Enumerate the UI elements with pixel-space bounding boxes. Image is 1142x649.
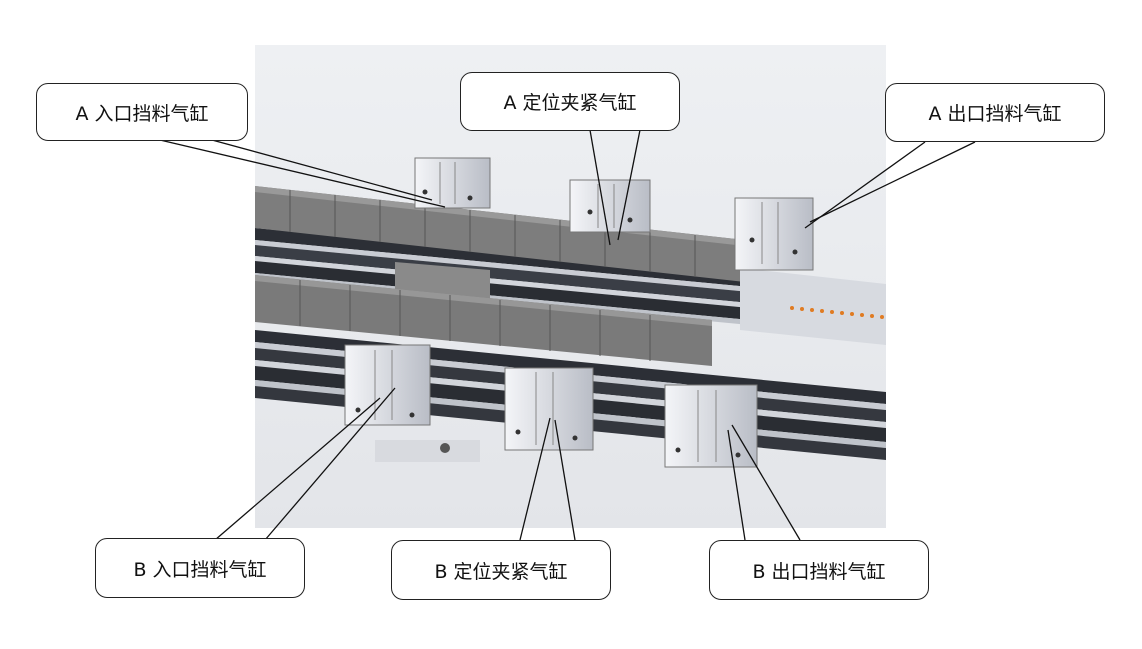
- label-a-clamp: A 定位夹紧气缸: [503, 92, 637, 114]
- cylinder-b-inlet: [344, 344, 431, 426]
- callout-b-outlet: B 出口挡料气缸: [709, 540, 929, 600]
- label-b-inlet: B 入口挡料气缸: [133, 558, 267, 581]
- callout-a-inlet: A 入口挡料气缸: [36, 83, 248, 141]
- lower-blocks: [255, 275, 712, 366]
- cylinder-b-outlet: [664, 384, 758, 468]
- leader-lines: [159, 129, 976, 541]
- callout-a-outlet: A 出口挡料气缸: [885, 83, 1105, 142]
- label-b-clamp: B 定位夹紧气缸: [434, 560, 568, 583]
- callout-b-inlet: B 入口挡料气缸: [95, 538, 305, 598]
- cylinder-b-clamp: [504, 367, 594, 451]
- label-a-inlet: A 入口挡料气缸: [75, 102, 209, 125]
- callout-b-clamp: B 定位夹紧气缸: [391, 540, 611, 600]
- label-a-outlet: A 出口挡料气缸: [928, 103, 1062, 125]
- callout-a-clamp: A 定位夹紧气缸: [460, 72, 680, 131]
- orange-dot-row: [790, 306, 884, 319]
- cylinder-a-inlet: [414, 157, 491, 209]
- cylinder-a-outlet: [734, 197, 814, 271]
- label-b-outlet: B 出口挡料气缸: [752, 560, 886, 583]
- cylinder-a-clamp: [569, 179, 651, 233]
